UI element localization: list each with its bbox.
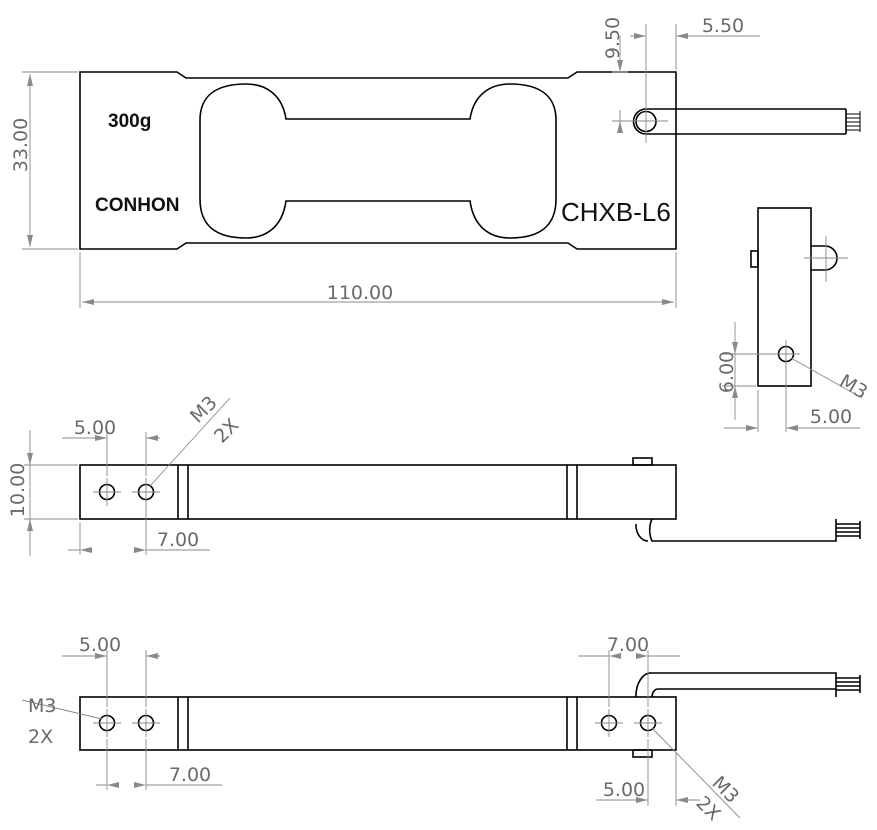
side-thread-label: M3 [836,370,872,403]
bv1-dim-height: 10.00 [7,463,29,517]
side-dim-h: 5.00 [810,406,852,428]
side-view: M3 6.00 5.00 [716,207,872,432]
bv1-thread: M3 [186,392,222,428]
side-body [757,207,812,387]
bv1-count: 2X [210,414,243,447]
top-view: 300g CONHON CHXB-L6 33.00 110.00 9.50 5.… [10,15,861,308]
bv2-right-pitch: 5.00 [603,779,645,801]
bv1-dim-pitch: 5.00 [74,417,116,439]
brand-label: CONHON [95,195,179,216]
bv2-left-thread: M3 [28,695,56,717]
model-label: CHXB-L6 [561,197,671,227]
cable-top [624,100,861,143]
holes-2-left [93,709,160,737]
dim-cable-vertical: 9.50 [602,17,624,59]
load-cell-outline-top [79,71,677,250]
dim-length-110: 110.00 [327,282,393,304]
side-dim-v: 6.00 [716,351,738,393]
bar-1 [79,464,677,520]
holes-1 [93,478,160,506]
bar-2 [79,696,677,751]
bottom-view-2: M3 2X 5.00 7.00 7.00 5.00 M3 2X [21,634,861,825]
bv2-left-edge: 7.00 [169,764,211,786]
bv2-left-count: 2X [28,726,53,748]
bv1-dim-edge: 7.00 [157,529,199,551]
dumbbell-cutout [199,83,557,239]
bottom-view-1: M3 2X 5.00 7.00 10.00 [7,392,861,556]
dim-height-33: 33.00 [10,118,32,172]
bv2-right-edge: 7.00 [607,634,649,656]
holes-2-right [595,709,662,737]
capacity-label: 300g [108,111,151,132]
dim-cable-horizontal: 5.50 [702,15,744,37]
bv2-left-pitch: 5.00 [79,634,121,656]
